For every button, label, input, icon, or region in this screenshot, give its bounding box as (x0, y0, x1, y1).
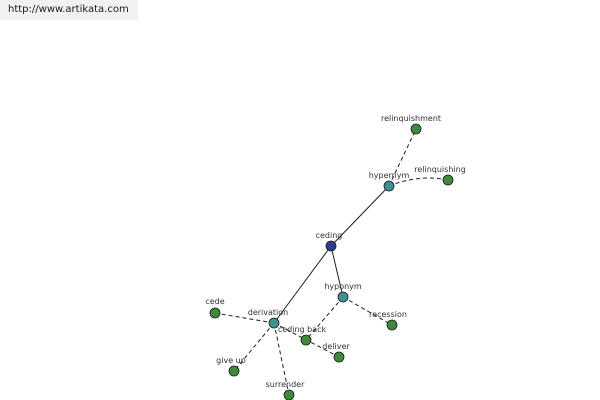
node-surrender[interactable]: surrender (266, 380, 305, 400)
node-marker-derivation[interactable] (268, 317, 280, 329)
node-relinquishment[interactable]: relinquishment (381, 114, 441, 135)
node-label-ceding[interactable]: ceding (316, 231, 343, 240)
edge-hyponym-ceding-back (305, 296, 344, 341)
edge-derivation-cede (214, 312, 275, 324)
node-recession[interactable]: recession (369, 310, 407, 331)
node-marker-ceding-back[interactable] (300, 334, 312, 346)
node-marker-ceding[interactable] (325, 240, 337, 252)
edge-ceding-hyponym (330, 245, 344, 298)
edge-ceding-hypernym (330, 185, 390, 247)
node-label-relinquishing[interactable]: relinquishing (414, 165, 466, 174)
node-hypernym[interactable]: hypernym (369, 171, 410, 192)
node-label-derivation[interactable]: derivation (248, 308, 288, 317)
node-hyponym[interactable]: hyponym (324, 282, 362, 303)
edge-derivation-give-up (233, 322, 275, 372)
node-label-cede[interactable]: cede (205, 297, 224, 306)
edge-ceding-derivation (273, 245, 332, 324)
url-bar: http://www.artikata.com (0, 0, 138, 20)
edge-derivation-surrender (273, 322, 290, 396)
node-deliver[interactable]: deliver (322, 342, 350, 363)
site-url[interactable]: http://www.artikata.com (8, 4, 129, 15)
node-label-surrender[interactable]: surrender (266, 380, 305, 389)
node-derivation[interactable]: derivation (248, 308, 288, 329)
node-ceding[interactable]: ceding (316, 231, 343, 252)
edges-layer (214, 128, 449, 396)
node-label-ceding-back[interactable]: ceding back (278, 325, 327, 334)
nodes-layer: ceding hypernym hyponym derivation relinquis… (205, 114, 466, 400)
edge-hypernym-relinquishment (388, 128, 417, 187)
node-marker-recession[interactable] (386, 319, 398, 331)
node-marker-deliver[interactable] (333, 351, 345, 363)
node-marker-hypernym[interactable] (383, 180, 395, 192)
node-cede[interactable]: cede (205, 297, 225, 319)
node-marker-relinquishing[interactable] (442, 174, 454, 186)
edge-hyponym-recession (342, 296, 393, 326)
node-relinquishing[interactable]: relinquishing (414, 165, 466, 186)
node-ceding-back[interactable]: ceding back (278, 325, 327, 346)
node-marker-cede[interactable] (209, 307, 221, 319)
node-label-recession[interactable]: recession (369, 310, 407, 319)
node-marker-hyponym[interactable] (337, 291, 349, 303)
node-marker-relinquishment[interactable] (410, 123, 422, 135)
edge-hypernym-relinquishing (388, 177, 449, 187)
node-label-hypernym[interactable]: hypernym (369, 171, 410, 180)
node-label-deliver[interactable]: deliver (322, 342, 350, 351)
node-label-hyponym[interactable]: hyponym (324, 282, 362, 291)
node-marker-surrender[interactable] (283, 389, 295, 400)
node-label-relinquishment[interactable]: relinquishment (381, 114, 441, 123)
node-label-give-up[interactable]: give up (216, 356, 246, 365)
node-give-up[interactable]: give up (216, 356, 246, 377)
node-marker-give-up[interactable] (228, 365, 240, 377)
